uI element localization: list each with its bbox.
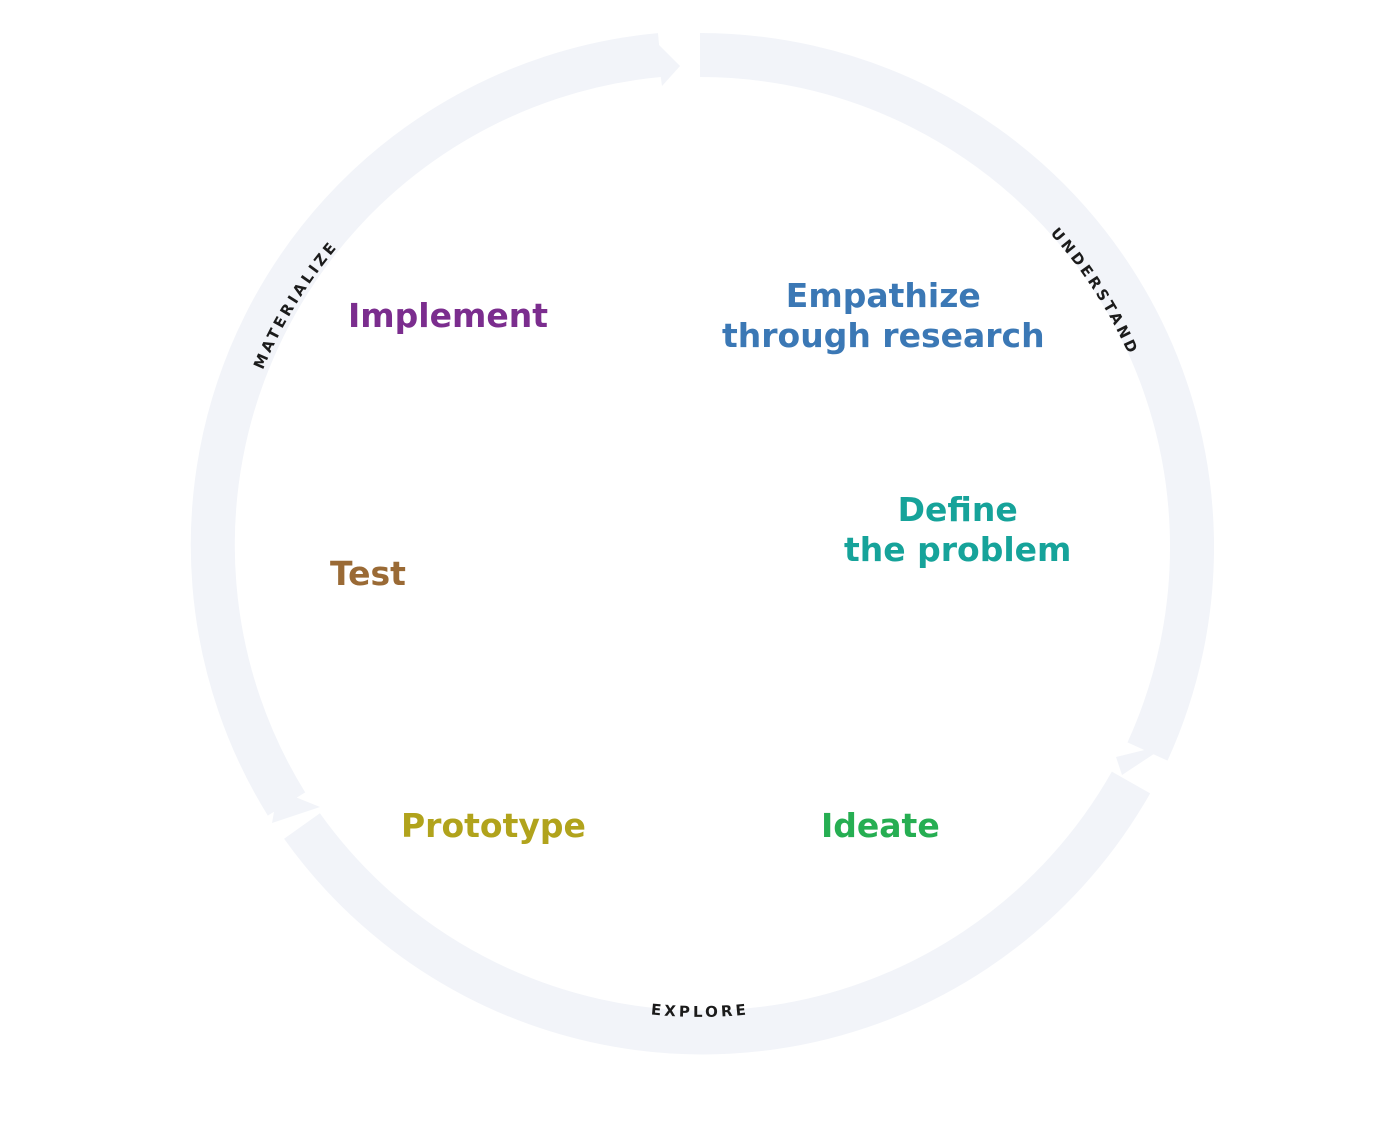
- arrow-head-top: [656, 42, 680, 86]
- stage-implement-line1: Implement: [348, 296, 549, 335]
- ring-segment-explore: [284, 771, 1151, 1055]
- arrow-head-right: [1116, 744, 1169, 775]
- arrow-head-left: [272, 790, 320, 823]
- stage-define-line1: Define: [897, 490, 1018, 529]
- stage-define-line2: the problem: [844, 530, 1072, 569]
- stage-ideate-line1: Ideate: [821, 806, 940, 845]
- ring-segment-understand: [699, 33, 1214, 761]
- stage-ideate: Ideate: [821, 806, 940, 846]
- stage-empathize-line2: through research: [722, 316, 1045, 355]
- phase-label-explore: EXPLORE: [650, 1000, 749, 1021]
- stage-define: Define the problem: [844, 490, 1071, 570]
- stage-prototype: Prototype: [401, 806, 586, 846]
- stage-implement: Implement: [348, 296, 548, 336]
- ring-segment-materialize: [190, 33, 663, 816]
- stage-test: Test: [330, 554, 406, 594]
- stage-prototype-line1: Prototype: [401, 806, 586, 845]
- stage-test-line1: Test: [330, 554, 406, 593]
- stage-empathize: Empathize through research: [722, 276, 1045, 356]
- stage-empathize-line1: Empathize: [785, 276, 981, 315]
